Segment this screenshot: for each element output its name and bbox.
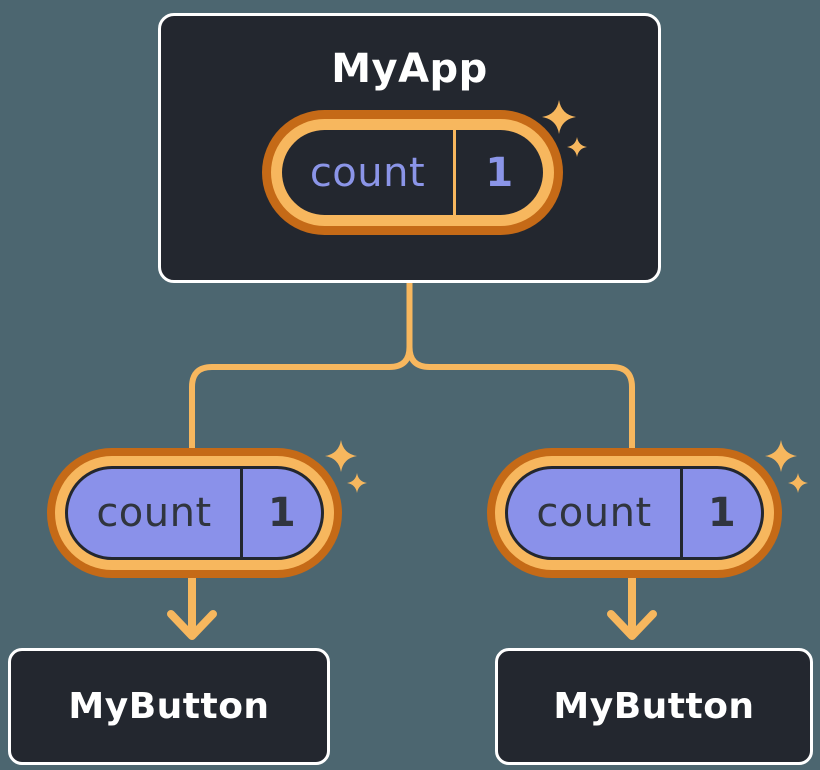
state-pill-ring: count 1 — [55, 456, 334, 570]
state-value: 1 — [485, 149, 514, 196]
component-title: MyButton — [68, 686, 270, 727]
state-pill-ring: count 1 — [271, 119, 554, 226]
state-pill-ring: count 1 — [495, 456, 774, 570]
arrow-down-right-icon — [607, 572, 657, 640]
state-pill-divider — [680, 469, 683, 557]
state-pill-divider — [453, 130, 456, 215]
component-title: MyApp — [331, 46, 488, 92]
state-pill-core: count 1 — [505, 466, 764, 560]
state-pill-core: count 1 — [282, 130, 543, 215]
state-pill-mybutton-left: count 1 — [47, 448, 342, 578]
state-pill-myapp: count 1 — [262, 110, 563, 235]
component-node-mybutton-left: MyButton — [8, 648, 330, 765]
state-value: 1 — [707, 490, 737, 536]
arrow-down-left-icon — [167, 572, 217, 640]
component-title: MyButton — [553, 686, 755, 727]
state-pill-core: count 1 — [65, 466, 324, 560]
state-name-label: count — [309, 149, 426, 196]
state-pill-mybutton-right: count 1 — [487, 448, 782, 578]
state-name-label: count — [536, 490, 652, 536]
state-value: 1 — [267, 490, 297, 536]
component-node-mybutton-right: MyButton — [495, 648, 813, 765]
branch-left-line — [189, 280, 413, 453]
state-name-label: count — [96, 490, 212, 536]
state-pill-divider — [240, 469, 243, 557]
branch-right-line — [406, 280, 635, 453]
